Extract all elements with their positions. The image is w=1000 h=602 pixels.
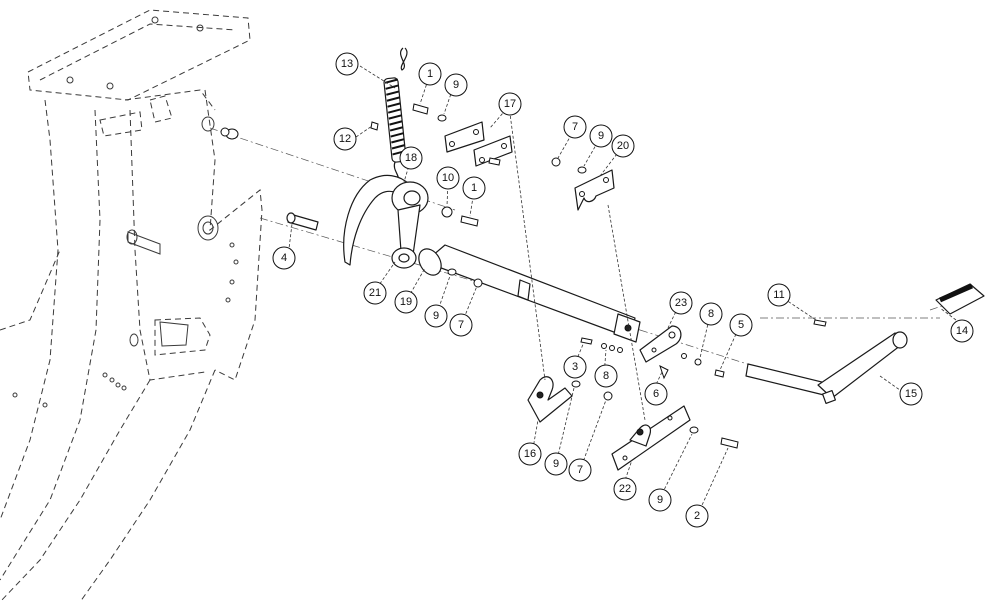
callout-7-shaft: 7 bbox=[449, 313, 473, 337]
svg-text:20: 20 bbox=[617, 140, 629, 152]
callout-7-lower: 7 bbox=[568, 458, 592, 482]
svg-text:9: 9 bbox=[433, 310, 439, 322]
svg-text:14: 14 bbox=[956, 325, 968, 337]
svg-text:22: 22 bbox=[619, 483, 631, 495]
svg-text:1: 1 bbox=[471, 182, 477, 194]
callout-19: 19 bbox=[394, 290, 418, 314]
spacer-plates bbox=[444, 121, 513, 167]
svg-text:12: 12 bbox=[339, 133, 351, 145]
callout-10: 10 bbox=[436, 166, 460, 190]
svg-text:19: 19 bbox=[400, 296, 412, 308]
callout-18: 18 bbox=[399, 146, 423, 170]
callout-15: 15 bbox=[899, 382, 923, 406]
callout-9-shaft: 9 bbox=[424, 304, 448, 328]
callout-17: 17 bbox=[498, 92, 522, 116]
callout-6: 6 bbox=[644, 382, 668, 406]
lower-hook-bracket bbox=[527, 376, 613, 423]
svg-text:7: 7 bbox=[458, 319, 464, 331]
split-pin bbox=[813, 319, 827, 327]
callout-20: 20 bbox=[611, 134, 635, 158]
callout-11: 11 bbox=[767, 283, 791, 307]
bolt-long bbox=[286, 212, 319, 231]
callout-9-bracket: 9 bbox=[589, 124, 613, 148]
callout-5: 5 bbox=[729, 313, 753, 337]
svg-text:8: 8 bbox=[708, 308, 714, 320]
svg-text:5: 5 bbox=[738, 319, 744, 331]
svg-text:1: 1 bbox=[427, 68, 433, 80]
callout-14: 14 bbox=[950, 319, 974, 343]
callout-9-upper: 9 bbox=[444, 73, 468, 97]
callout-7-upper: 7 bbox=[563, 115, 587, 139]
svg-text:21: 21 bbox=[369, 287, 381, 299]
callout-1-lower: 1 bbox=[462, 176, 486, 200]
svg-text:15: 15 bbox=[905, 388, 917, 400]
callout-1-upper: 1 bbox=[418, 62, 442, 86]
bracket-plate bbox=[574, 169, 615, 211]
crank-handle bbox=[745, 331, 908, 405]
callout-8-center: 8 bbox=[594, 364, 618, 388]
svg-text:16: 16 bbox=[524, 448, 536, 460]
hardware-group-upper bbox=[220, 103, 587, 227]
machine-frame bbox=[0, 9, 263, 602]
mounting-plate-lower bbox=[611, 405, 739, 471]
svg-text:2: 2 bbox=[694, 510, 700, 522]
svg-text:17: 17 bbox=[504, 98, 516, 110]
handle-grip bbox=[935, 283, 985, 315]
lever-arm bbox=[639, 325, 682, 363]
callout-9-bottom: 9 bbox=[648, 488, 672, 512]
svg-text:13: 13 bbox=[341, 58, 353, 70]
callout-23: 23 bbox=[669, 291, 693, 315]
svg-text:8: 8 bbox=[603, 370, 609, 382]
svg-text:23: 23 bbox=[675, 297, 687, 309]
svg-text:9: 9 bbox=[553, 458, 559, 470]
svg-text:3: 3 bbox=[572, 361, 578, 373]
callout-13: 13 bbox=[335, 52, 359, 76]
svg-text:9: 9 bbox=[598, 130, 604, 142]
callout-22: 22 bbox=[613, 477, 637, 501]
callout-2: 2 bbox=[685, 504, 709, 528]
svg-text:4: 4 bbox=[281, 252, 287, 264]
callout-9-lower: 9 bbox=[544, 452, 568, 476]
callout-4: 4 bbox=[272, 246, 296, 270]
svg-text:9: 9 bbox=[657, 494, 663, 506]
svg-text:9: 9 bbox=[453, 79, 459, 91]
callout-21: 21 bbox=[363, 281, 387, 305]
svg-text:18: 18 bbox=[405, 152, 417, 164]
hook-lever bbox=[343, 174, 429, 269]
svg-text:10: 10 bbox=[442, 172, 454, 184]
svg-text:11: 11 bbox=[773, 289, 784, 301]
main-shaft bbox=[418, 244, 641, 343]
assembly-axis-lines bbox=[209, 127, 946, 369]
callout-3: 3 bbox=[563, 355, 587, 379]
svg-text:6: 6 bbox=[653, 388, 659, 400]
callout-8-right: 8 bbox=[699, 302, 723, 326]
svg-text:7: 7 bbox=[572, 121, 578, 133]
callout-16: 16 bbox=[518, 442, 542, 466]
callout-12: 12 bbox=[333, 127, 357, 151]
svg-text:7: 7 bbox=[577, 464, 583, 476]
